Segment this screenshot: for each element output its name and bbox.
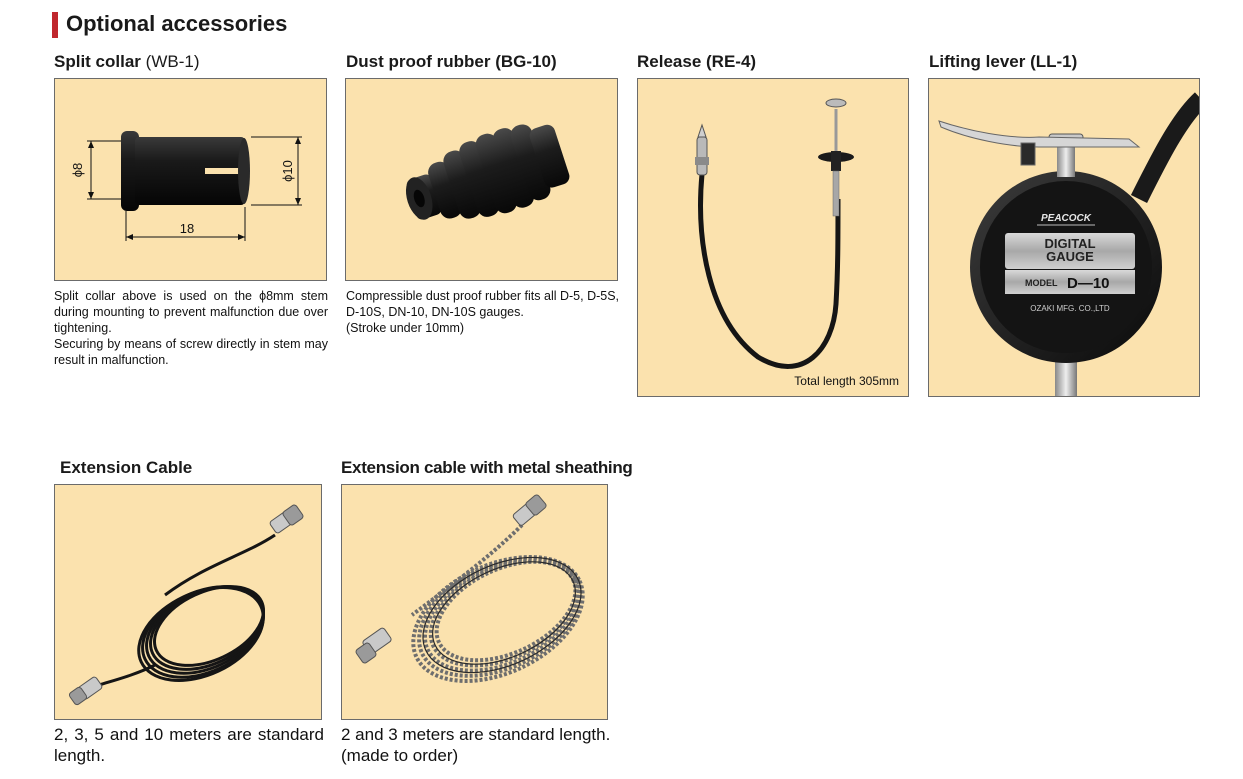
metal-sheathing-cable-image-panel bbox=[341, 484, 608, 720]
desc-paragraph: Securing by means of screw directly in s… bbox=[54, 337, 328, 367]
gauge-model-value: D—10 bbox=[1067, 275, 1110, 292]
release-button bbox=[825, 98, 847, 108]
extension-cable-description: 2, 3, 5 and 10 meters are standard lengt… bbox=[54, 725, 324, 765]
cable-connector-bottom bbox=[68, 676, 103, 706]
release-cable bbox=[698, 173, 841, 369]
item-code: (WB-1) bbox=[145, 52, 200, 71]
item-title-metal-sheathing-cable: Extension cable with metal sheathing bbox=[341, 458, 633, 477]
lifting-lever bbox=[938, 120, 1141, 148]
item-name: Dust proof rubber bbox=[346, 52, 491, 71]
desc-line: 2 and 3 meters are standard length. bbox=[341, 725, 611, 744]
split-collar-description: Split collar above is used on the ϕ8mm s… bbox=[54, 288, 328, 368]
extension-cable-image-panel bbox=[54, 484, 322, 720]
gauge-model-plate bbox=[1005, 270, 1135, 294]
sheath-connector-top bbox=[512, 494, 547, 526]
digital-gauge-drawing: PEACOCK DIGITAL GAUGE MODEL D—10 OZAKI M… bbox=[938, 92, 1199, 396]
item-name: Release bbox=[637, 52, 702, 71]
dust-proof-rubber-image-panel bbox=[345, 78, 618, 281]
dust-proof-rubber-description: Compressible dust proof rubber fits all … bbox=[346, 288, 621, 336]
gauge-line1: DIGITAL bbox=[1044, 236, 1095, 251]
release-length-caption: Total length 305mm bbox=[794, 374, 899, 388]
item-name: Lifting lever bbox=[929, 52, 1026, 71]
item-code: (LL-1) bbox=[1030, 52, 1078, 71]
collar-slit bbox=[205, 168, 245, 174]
release-tip bbox=[696, 136, 708, 176]
item-code: (BG-10) bbox=[495, 52, 557, 71]
sheath-connector-bottom bbox=[355, 627, 392, 664]
desc-paragraph: Compressible dust proof rubber fits all … bbox=[346, 289, 620, 319]
desc-line: (made to order) bbox=[341, 746, 459, 765]
rubber-boot-drawing bbox=[405, 124, 570, 220]
collar-body bbox=[135, 137, 245, 205]
section-title: Optional accessories bbox=[66, 11, 288, 36]
item-title-extension-cable: Extension Cable bbox=[60, 458, 193, 477]
gauge-label-plate bbox=[1005, 233, 1135, 269]
section-accent-bar bbox=[52, 12, 58, 38]
item-title-dust-proof-rubber: Dust proof rubber (BG-10) bbox=[346, 52, 557, 72]
gauge-line2: GAUGE bbox=[1046, 249, 1094, 264]
dim-phi10: ϕ10 bbox=[280, 160, 295, 182]
desc-paragraph: Split collar above is used on the ϕ8mm s… bbox=[54, 289, 328, 335]
gauge-maker: OZAKI MFG. CO.,LTD bbox=[1030, 304, 1110, 313]
item-title-lifting-lever: Lifting lever (LL-1) bbox=[929, 52, 1077, 72]
lifting-lever-image-panel: PEACOCK DIGITAL GAUGE MODEL D—10 OZAKI M… bbox=[928, 78, 1200, 397]
item-code: (RE-4) bbox=[706, 52, 757, 71]
gauge-model-label: MODEL bbox=[1025, 278, 1058, 288]
split-collar-drawing: ϕ8 ϕ10 18 bbox=[70, 131, 302, 241]
release-cable-drawing bbox=[695, 98, 854, 369]
metal-sheathing-cable-description: 2 and 3 meters are standard length. (mad… bbox=[341, 724, 616, 766]
desc-paragraph: (Stroke under 10mm) bbox=[346, 321, 465, 335]
item-title-split-collar: Split collar (WB-1) bbox=[54, 52, 199, 72]
collar-flange bbox=[121, 131, 139, 211]
extension-cable-drawing bbox=[68, 504, 304, 706]
dim-phi8: ϕ8 bbox=[70, 163, 85, 178]
dim-length: 18 bbox=[180, 221, 194, 236]
split-collar-image-panel: ϕ8 ϕ10 18 bbox=[54, 78, 327, 281]
item-name: Split collar bbox=[54, 52, 141, 71]
item-title-release: Release (RE-4) bbox=[637, 52, 756, 72]
cable-connector-top bbox=[269, 504, 304, 534]
metal-sheathing-cable-drawing bbox=[355, 494, 585, 683]
release-image-panel: Total length 305mm bbox=[637, 78, 909, 397]
gauge-brand: PEACOCK bbox=[1041, 213, 1092, 224]
